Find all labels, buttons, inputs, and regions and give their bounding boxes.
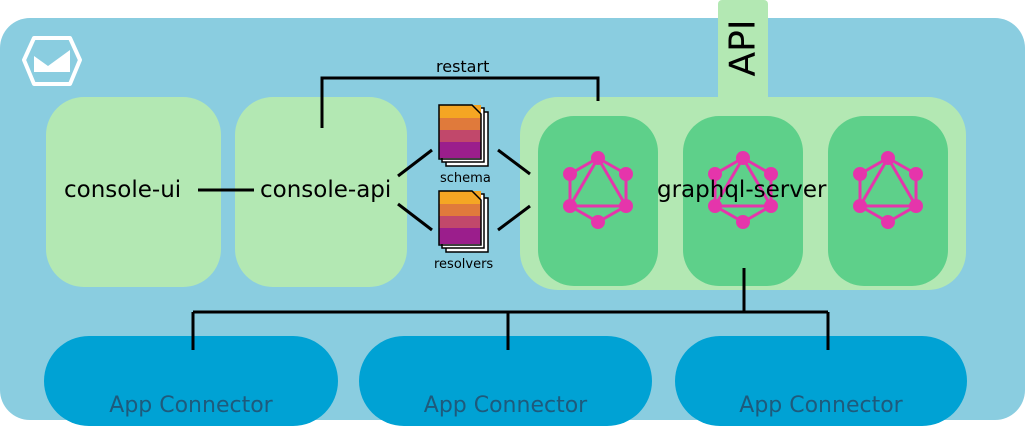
resolvers-label: resolvers: [434, 257, 494, 272]
graphql-icon: [708, 151, 778, 229]
app-connector-2: App Connector: [359, 336, 652, 426]
graphql-icon: [853, 151, 923, 229]
api-resolvers-line: [397, 202, 433, 232]
schema-label: schema: [440, 171, 491, 186]
graphql-node-1: [538, 116, 658, 286]
app-connector-label: App Connector: [423, 393, 588, 418]
api-tab: [718, 0, 768, 100]
graphql-node-3: [828, 116, 948, 286]
kyma-logo-icon: [22, 36, 82, 86]
schema-graphql-line: [497, 148, 531, 176]
api-schema-line: [397, 148, 433, 178]
graphql-icon: [563, 151, 633, 229]
app-connector-3: App Connector: [675, 336, 967, 426]
app-connector-label: App Connector: [739, 393, 903, 418]
resolvers-graphql-line: [497, 204, 531, 232]
console-api-box: [235, 97, 407, 287]
console-api-label: console-api: [260, 177, 392, 203]
graphql-node-2: [683, 116, 803, 286]
restart-line: [320, 76, 600, 128]
app-connector-label: App Connector: [109, 393, 273, 418]
graphql-server-label: graphql-server: [657, 177, 827, 203]
restart-label: restart: [436, 57, 490, 76]
resolvers-file-icon: [438, 190, 489, 253]
app-connector-1: App Connector: [44, 336, 338, 426]
schema-file-icon: [438, 104, 489, 167]
console-ui-label: console-ui: [64, 177, 182, 203]
console-ui-box: [46, 97, 221, 287]
